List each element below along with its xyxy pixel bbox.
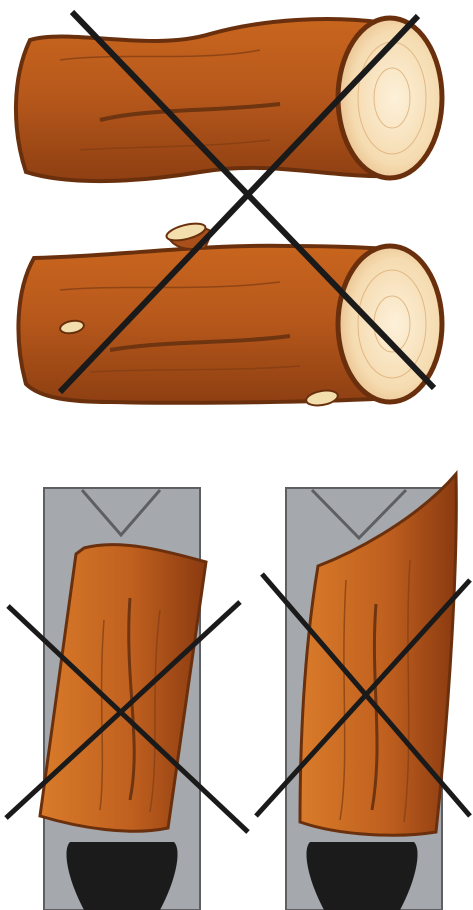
uneven-log-in-holder-figure xyxy=(256,474,470,910)
curved-log-icon xyxy=(16,18,442,181)
tilted-log-in-holder-figure xyxy=(6,488,248,910)
curved-log-figure xyxy=(16,18,442,181)
holder-stand xyxy=(306,842,417,910)
knotty-log-icon xyxy=(18,220,442,407)
knotty-log-figure xyxy=(18,220,442,407)
holder-stand xyxy=(66,842,177,910)
